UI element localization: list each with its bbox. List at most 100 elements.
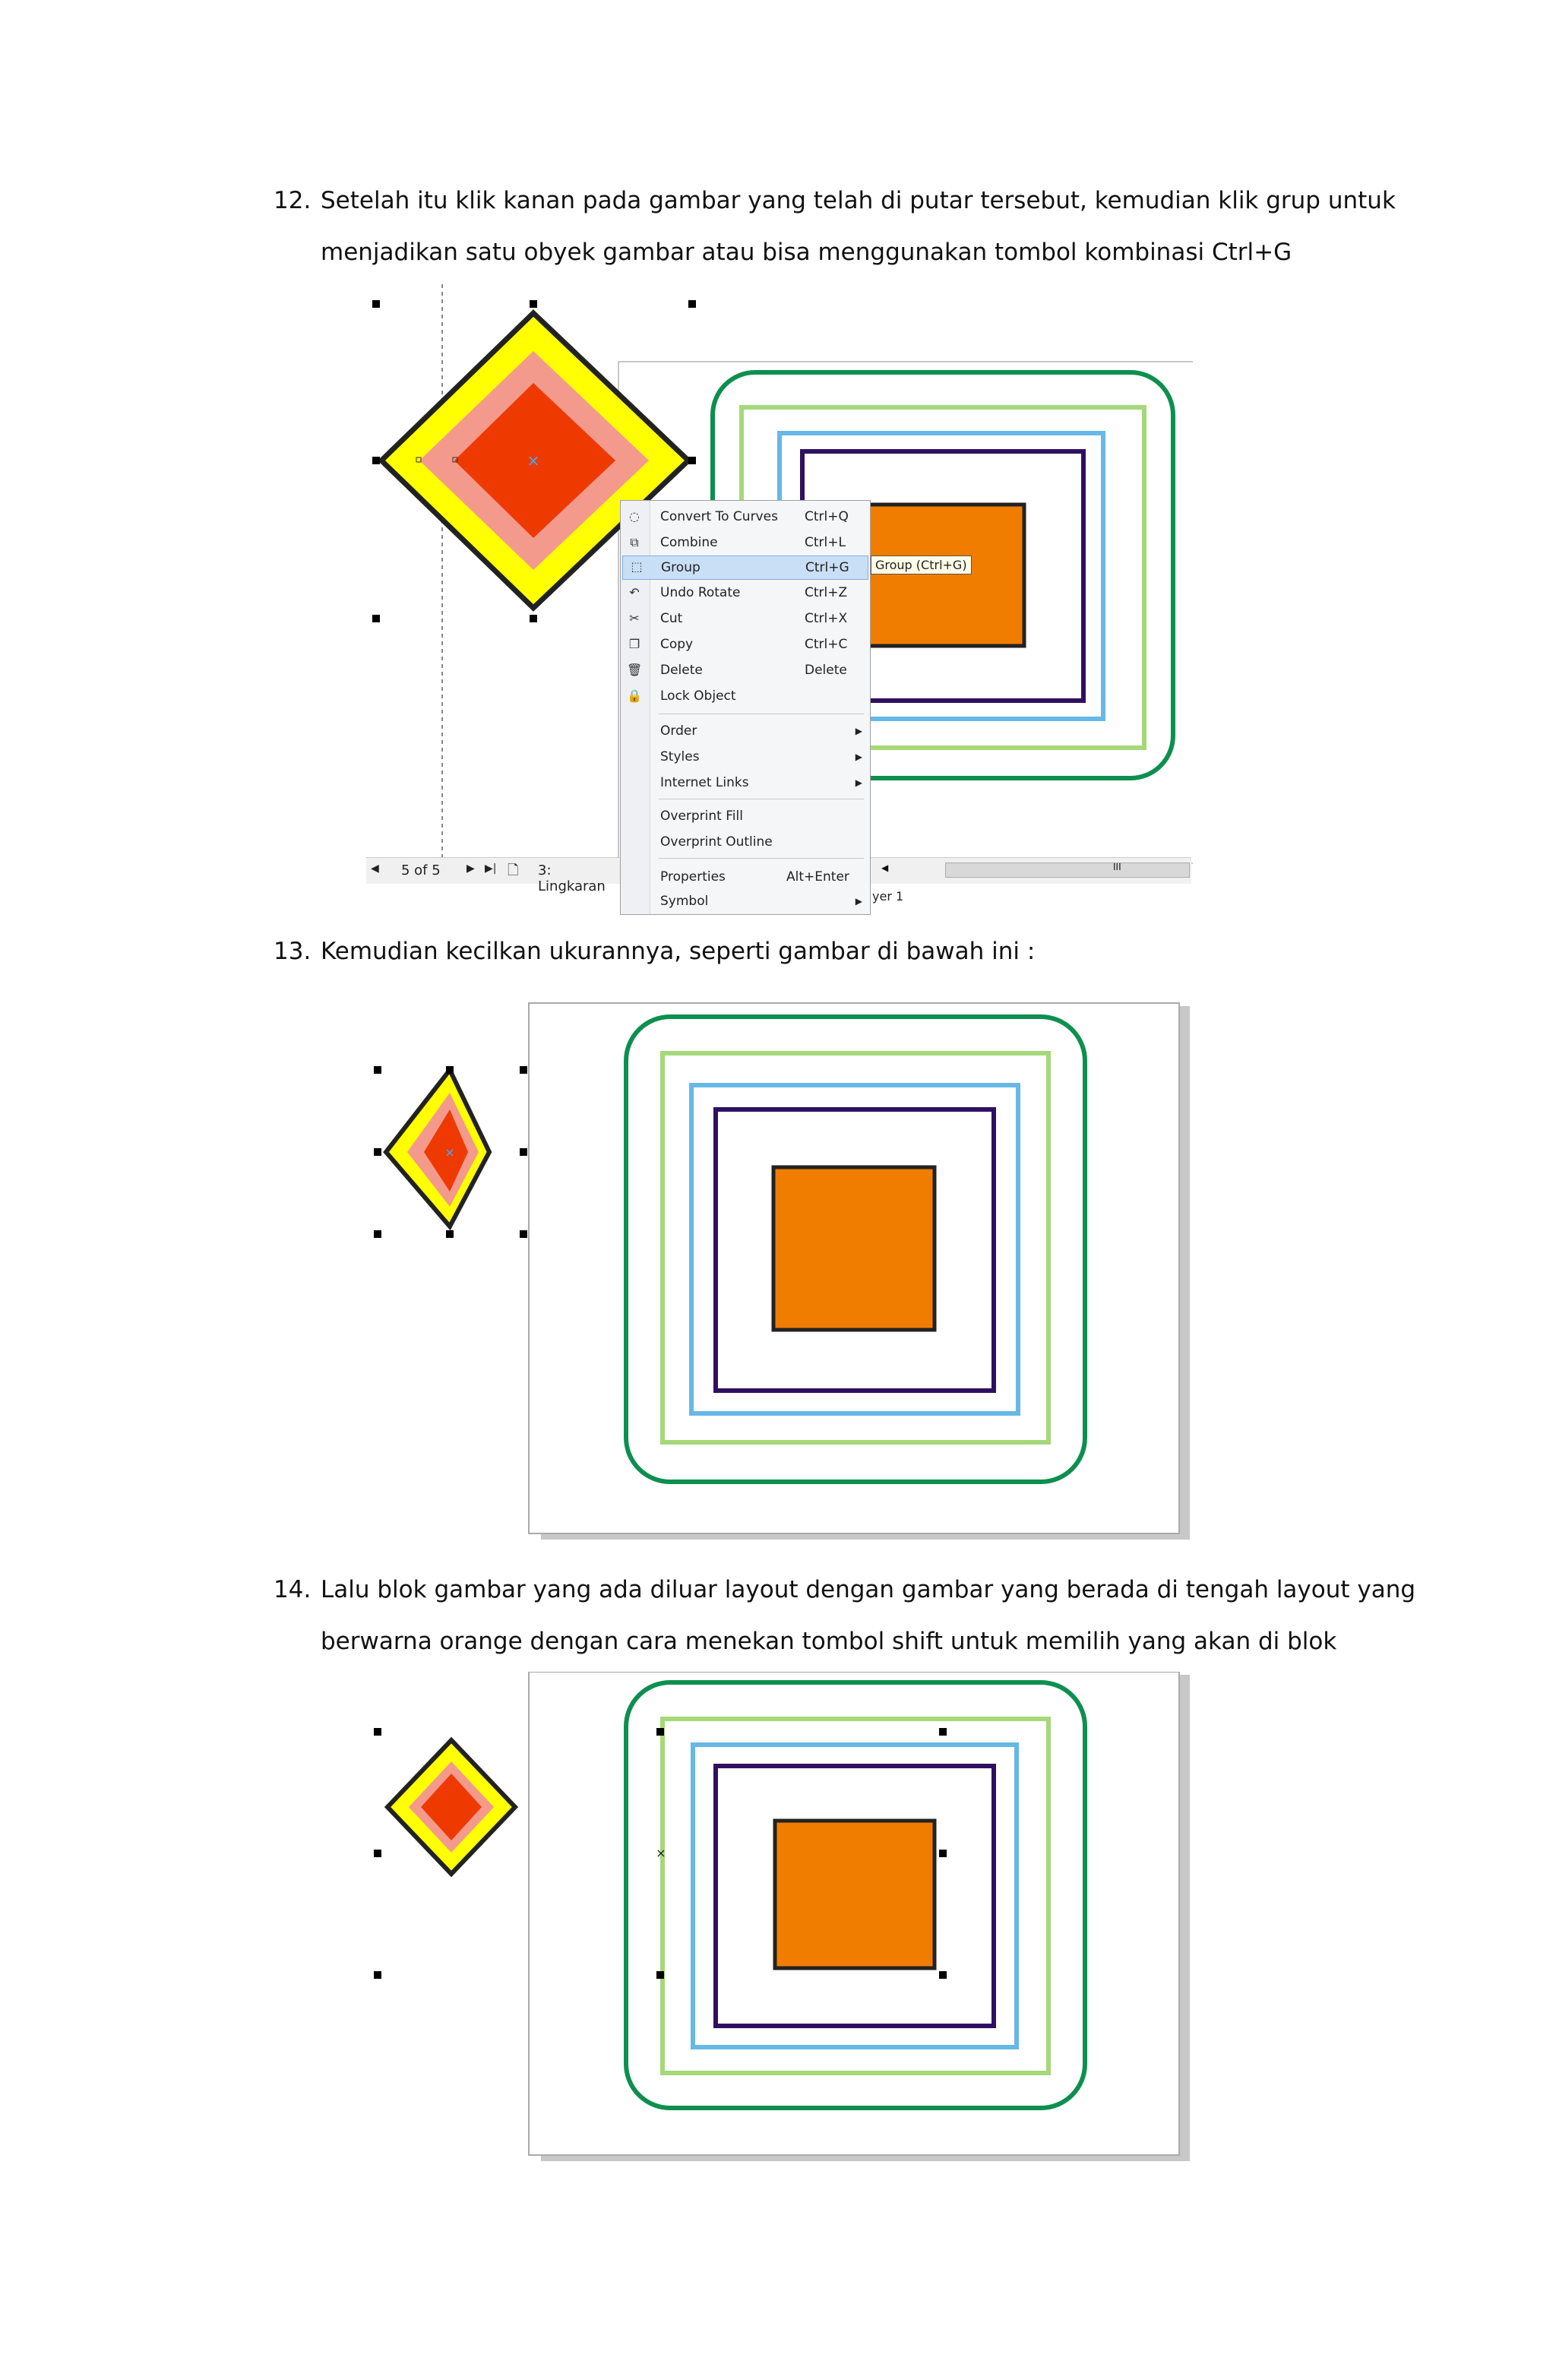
svg-text:×: × — [656, 1846, 666, 1860]
selection-handle[interactable] — [520, 1230, 527, 1238]
submenu-arrow-icon: ▶ — [855, 896, 862, 907]
group-icon: ⬚ — [631, 559, 643, 574]
selection-handle[interactable] — [939, 1850, 947, 1857]
selection-handle[interactable] — [939, 1971, 947, 1979]
step-number: 12. — [274, 187, 312, 214]
menu-item-convert-to-curves[interactable]: ◌ Convert To Curves Ctrl+Q — [629, 505, 867, 528]
last-page-icon[interactable]: ▶| — [485, 862, 497, 875]
step-text-line-2: berwarna orange dengan cara menekan tomb… — [321, 1628, 1337, 1655]
menu-item-shortcut: Ctrl+X — [805, 611, 848, 626]
menu-item-label: Combine — [660, 535, 718, 550]
menu-item-label: Undo Rotate — [660, 585, 741, 600]
selection-handle[interactable] — [656, 1971, 664, 1979]
menu-item-label: Lock Object — [660, 688, 736, 704]
menu-item-delete[interactable]: 🗑 Delete Delete — [627, 659, 867, 682]
step-text-line-2: menjadikan satu obyek gambar atau bisa m… — [321, 239, 1292, 266]
selection-handle[interactable] — [374, 1148, 381, 1156]
horizontal-scrollbar[interactable]: ◀ III — [871, 857, 1191, 884]
screenshot-resized: × — [365, 988, 1193, 1550]
menu-item-label: Delete — [660, 663, 703, 678]
menu-item-group[interactable]: ⬚ Group Ctrl+G — [622, 555, 868, 580]
menu-item-label: Internet Links — [660, 775, 749, 790]
convert-curves-icon: ◌ — [629, 509, 640, 524]
next-page-icon[interactable]: ▶ — [466, 862, 475, 875]
step-13: 13. Kemudian kecilkan ukurannya, seperti… — [274, 926, 1398, 977]
menu-item-shortcut: Delete — [805, 663, 847, 678]
selection-handle[interactable] — [372, 457, 380, 464]
scroll-thumb[interactable]: III — [945, 862, 1190, 878]
menu-item-label: Convert To Curves — [660, 509, 778, 524]
lock-icon: 🔒 — [627, 688, 642, 703]
selection-handle[interactable] — [530, 300, 537, 308]
svg-text:×: × — [527, 451, 540, 470]
add-page-icon[interactable]: 🗋 — [508, 862, 519, 878]
scroll-grip: III — [1113, 862, 1121, 872]
step-text-line-1: Lalu blok gambar yang ada diluar layout … — [321, 1576, 1416, 1603]
canvas-drawing: × — [384, 1672, 1190, 2161]
menu-item-shortcut: Alt+Enter — [786, 869, 849, 885]
selection-handle[interactable] — [688, 300, 696, 308]
selection-handle[interactable] — [520, 1066, 527, 1074]
menu-item-label: Overprint Outline — [660, 834, 773, 850]
selection-handle[interactable] — [372, 300, 380, 308]
step-14: 14. Lalu blok gambar yang ada diluar lay… — [274, 1564, 1415, 1667]
menu-item-lock-object[interactable]: 🔒 Lock Object — [627, 685, 867, 707]
menu-item-label: Copy — [660, 637, 694, 652]
selection-handle[interactable] — [446, 1230, 454, 1238]
selection-handle[interactable] — [374, 1066, 381, 1074]
page-navigator: ◀ 5 of 5 ▶ ▶| 🗋 3: Lingkaran — [366, 857, 620, 894]
svg-text:×: × — [444, 1145, 454, 1160]
menu-item-label: Styles — [660, 749, 700, 764]
menu-item-copy[interactable]: ❐ Copy Ctrl+C — [629, 633, 867, 656]
combine-icon: ⧉ — [630, 535, 639, 549]
selection-handle[interactable] — [656, 1728, 664, 1736]
menu-item-shortcut: Ctrl+Z — [805, 585, 848, 600]
menu-item-shortcut: Ctrl+G — [805, 560, 849, 575]
menu-item-order[interactable]: Order ▶ — [650, 720, 867, 742]
selection-handle[interactable] — [688, 457, 696, 464]
selection-handle[interactable] — [374, 1850, 381, 1857]
group-tooltip: Group (Ctrl+G) — [871, 555, 972, 574]
menu-item-properties[interactable]: Properties Alt+Enter — [650, 866, 867, 888]
step-text-line-1: Kemudian kecilkan ukurannya, seperti gam… — [321, 938, 1036, 965]
menu-item-overprint-fill[interactable]: Overprint Fill — [650, 805, 867, 828]
submenu-arrow-icon: ▶ — [855, 752, 862, 762]
submenu-arrow-icon: ▶ — [855, 777, 862, 788]
scroll-left-icon[interactable]: ◀ — [881, 862, 889, 873]
selection-handle[interactable] — [374, 1230, 381, 1238]
selection-handle[interactable] — [939, 1728, 947, 1736]
step-text-line-1: Setelah itu klik kanan pada gambar yang … — [321, 187, 1396, 214]
menu-item-label: Properties — [660, 869, 726, 885]
selection-handle[interactable] — [530, 615, 537, 622]
menu-item-label: Cut — [660, 611, 683, 626]
selection-handle[interactable] — [520, 1148, 527, 1156]
menu-item-symbol[interactable]: Symbol ▶ — [650, 890, 867, 913]
menu-item-shortcut: Ctrl+C — [805, 637, 848, 652]
menu-item-styles[interactable]: Styles ▶ — [650, 745, 867, 768]
menu-item-shortcut: Ctrl+L — [805, 535, 846, 550]
menu-item-overprint-outline[interactable]: Overprint Outline — [650, 831, 867, 853]
menu-separator — [659, 858, 864, 859]
menu-item-shortcut: Ctrl+Q — [805, 509, 849, 524]
selection-handle[interactable] — [372, 615, 380, 622]
scissors-icon: ✂ — [629, 611, 640, 625]
selection-handle[interactable] — [374, 1728, 381, 1736]
menu-item-label: Group — [661, 560, 701, 575]
menu-item-combine[interactable]: ⧉ Combine Ctrl+L — [630, 531, 867, 554]
step-12: 12. Setelah itu klik kanan pada gambar y… — [274, 175, 1398, 278]
page-tab[interactable]: 3: Lingkaran — [538, 862, 606, 894]
menu-item-internet-links[interactable]: Internet Links ▶ — [650, 771, 867, 794]
prev-page-icon[interactable]: ◀ — [371, 862, 379, 875]
screenshot-shift-select: × — [365, 1672, 1193, 2166]
trash-icon: 🗑 — [627, 663, 643, 677]
submenu-arrow-icon: ▶ — [855, 726, 862, 736]
layer-label: yer 1 — [872, 889, 904, 904]
selection-handle[interactable] — [374, 1971, 381, 1979]
menu-item-label: Symbol — [660, 894, 709, 909]
menu-item-undo-rotate[interactable]: ↶ Undo Rotate Ctrl+Z — [629, 581, 867, 604]
copy-icon: ❐ — [628, 637, 640, 651]
undo-icon: ↶ — [629, 585, 640, 600]
selection-handle[interactable] — [446, 1066, 454, 1074]
step-number: 13. — [274, 938, 312, 965]
menu-item-cut[interactable]: ✂ Cut Ctrl+X — [629, 607, 867, 630]
